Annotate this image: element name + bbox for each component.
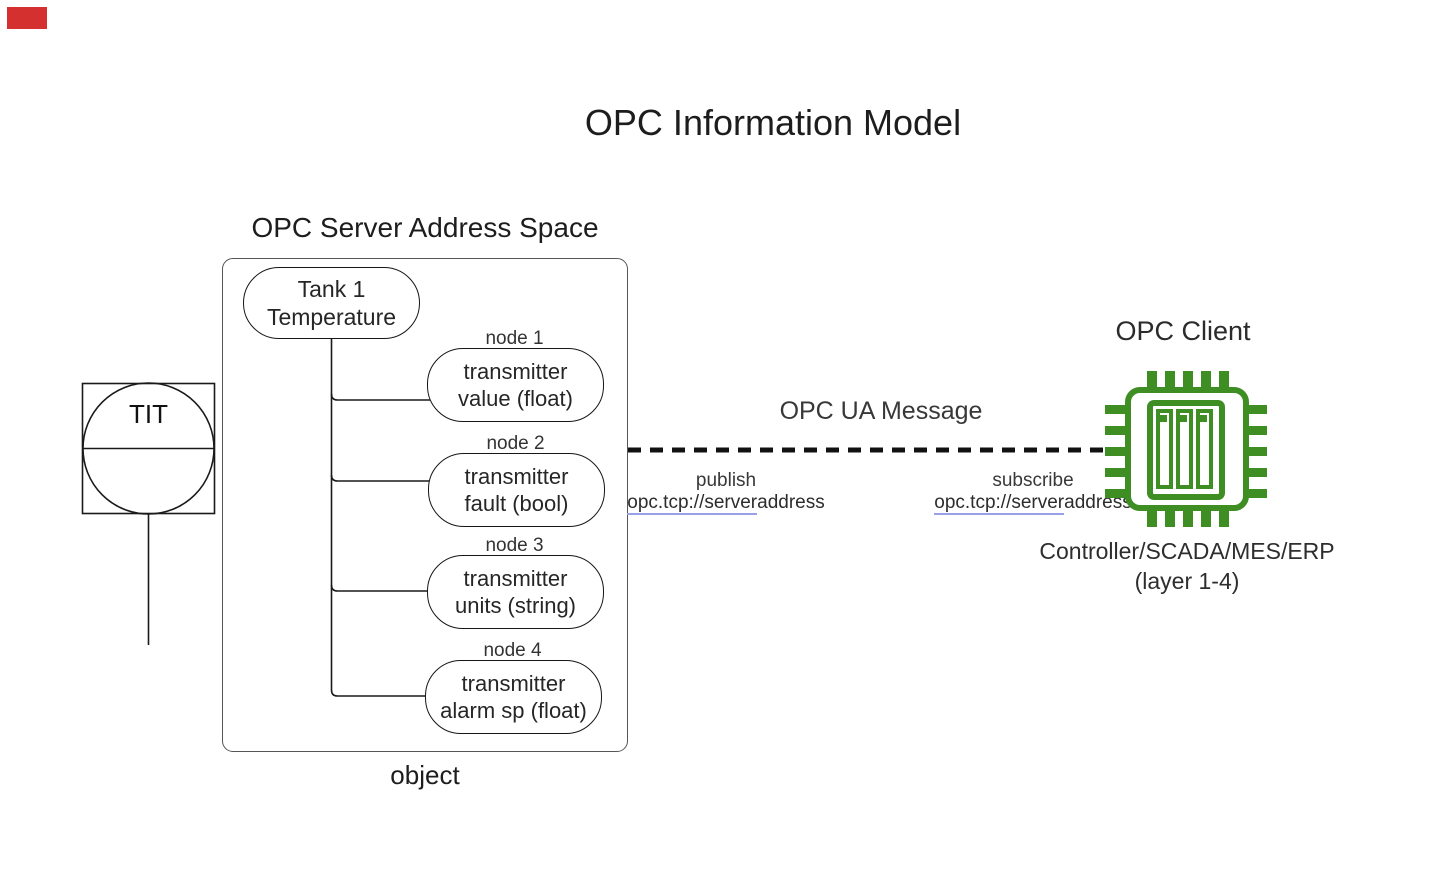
node-3-pill: transmitter units (string)	[427, 555, 604, 629]
node-3-label: node 3	[485, 535, 544, 556]
node-1-label: node 1	[485, 328, 544, 349]
node-1-group: node 1 transmitter value (float)	[427, 328, 604, 422]
publish-address-link: opc.tcp://server	[627, 492, 758, 515]
publish-verb: publish	[695, 470, 757, 491]
root-node-line1: Tank 1	[297, 276, 366, 302]
opc-client-heading: OPC Client	[1115, 316, 1251, 346]
node-1-line2: value (float)	[458, 386, 573, 411]
page-title: OPC Information Model	[584, 102, 962, 143]
node-2-line2: fault (bool)	[464, 491, 569, 516]
node-3-line1: transmitter	[463, 566, 568, 591]
chip-icon	[1105, 371, 1267, 527]
node-2-group: node 2 transmitter fault (bool)	[428, 433, 605, 527]
subscribe-verb: subscribe	[992, 470, 1074, 491]
client-caption-line1: Controller/SCADA/MES/ERP	[1039, 538, 1335, 564]
subscribe-address-link: opc.tcp://server	[934, 492, 1065, 515]
node-4-label: node 4	[483, 640, 542, 661]
root-node-pill: Tank 1 Temperature	[243, 267, 420, 339]
node-2-line1: transmitter	[464, 464, 569, 489]
node-2-pill: transmitter fault (bool)	[428, 453, 605, 527]
node-1-pill: transmitter value (float)	[427, 348, 604, 422]
publish-address: opc.tcp://serveraddress	[615, 492, 837, 515]
object-label: object	[390, 760, 460, 790]
client-caption-line2: (layer 1-4)	[1134, 568, 1240, 594]
client-caption: Controller/SCADA/MES/ERP (layer 1-4)	[1022, 536, 1352, 596]
node-4-line2: alarm sp (float)	[440, 698, 587, 723]
tit-instrument-symbol	[81, 382, 216, 645]
node-2-label: node 2	[486, 433, 545, 454]
root-node-line2: Temperature	[266, 304, 397, 330]
publish-endpoint: publish opc.tcp://serveraddress	[615, 470, 837, 515]
recording-indicator	[7, 7, 47, 29]
node-1-line1: transmitter	[463, 359, 568, 384]
server-address-space-heading: OPC Server Address Space	[251, 212, 599, 243]
node-3-line2: units (string)	[454, 593, 577, 618]
opc-ua-message-label: OPC UA Message	[779, 397, 983, 425]
node-4-pill: transmitter alarm sp (float)	[425, 660, 602, 734]
publish-address-rest: address	[757, 492, 825, 513]
instrument-tag-label: TIT	[129, 399, 168, 429]
server-address-space-box	[222, 258, 628, 752]
subscribe-endpoint: subscribe opc.tcp://serveraddress	[922, 470, 1144, 515]
node-4-group: node 4 transmitter alarm sp (float)	[425, 640, 602, 734]
tree-connector-lines	[330, 337, 434, 697]
node-4-line1: transmitter	[461, 671, 566, 696]
node-3-group: node 3 transmitter units (string)	[427, 535, 604, 629]
